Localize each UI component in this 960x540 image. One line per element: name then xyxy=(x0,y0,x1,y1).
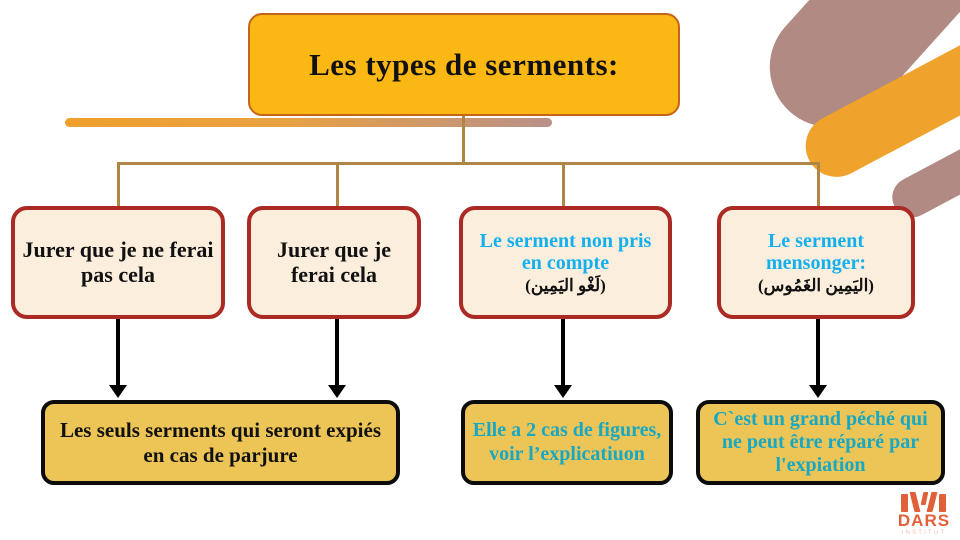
arrow-head xyxy=(809,385,827,398)
title-underline-bar xyxy=(65,118,552,127)
branch-label-french: Jurer que je ne ferai pas cela xyxy=(22,236,214,287)
arrow-head xyxy=(109,385,127,398)
logo-bar-right xyxy=(939,494,946,512)
logo-wordmark: DARS xyxy=(897,511,951,530)
branch-label-arabic: (لَغْو اليَمِين) xyxy=(525,276,606,296)
arrow-shaft xyxy=(561,319,565,387)
connector-stem xyxy=(462,116,465,164)
decorative-mauve-bar-large xyxy=(745,0,960,152)
outcome-box-deux-cas-de-figures[interactable]: Elle a 2 cas de figures, voir l’explicat… xyxy=(461,400,673,485)
branch-node-jurer-affirmatif[interactable]: Jurer que je ferai cela xyxy=(247,206,421,319)
arrow-head xyxy=(328,385,346,398)
connector-drop-2 xyxy=(336,162,339,210)
decorative-mauve-bar-small xyxy=(885,71,960,225)
connector-drop-4 xyxy=(817,162,820,210)
branch-node-jurer-negatif[interactable]: Jurer que je ne ferai pas cela xyxy=(11,206,225,319)
outcome-box-expies-en-cas-de-parjure[interactable]: Les seuls serments qui seront expiés en … xyxy=(41,400,400,485)
arrow-head xyxy=(554,385,572,398)
dars-logo: DARS INSTITUT xyxy=(893,492,955,538)
arrow-shaft xyxy=(816,319,820,387)
outcome-label: Elle a 2 cas de figures, voir l’explicat… xyxy=(472,419,662,465)
connector-horizontal-rail xyxy=(117,162,820,165)
outcome-box-grand-peche[interactable]: C`est un grand péché qui ne peut être ré… xyxy=(696,400,945,485)
arrow-shaft xyxy=(116,319,120,387)
branch-label-arabic: (اليَمِين الغَمُوس) xyxy=(758,276,874,296)
decorative-orange-bar xyxy=(794,0,960,188)
branch-label-french: Le serment non pris en compte xyxy=(479,229,652,274)
title-box: Les types de serments: xyxy=(248,13,680,116)
connector-drop-1 xyxy=(117,162,120,210)
connector-drop-3 xyxy=(562,162,565,210)
outcome-label: C`est un grand péché qui ne peut être ré… xyxy=(713,407,928,477)
branch-node-serment-mensonger[interactable]: Le serment mensonger: (اليَمِين الغَمُوس… xyxy=(717,206,915,319)
outcome-label: Les seuls serments qui seront expiés en … xyxy=(59,418,382,467)
logo-stroke-right xyxy=(926,492,938,512)
logo-stroke-center xyxy=(920,492,929,505)
logo-subtitle: INSTITUT xyxy=(901,530,947,536)
branch-label-french: Jurer que je ferai cela xyxy=(276,236,392,287)
logo-stroke-left xyxy=(909,492,921,512)
logo-bar-left xyxy=(901,494,908,512)
dars-logo-mark-icon xyxy=(893,492,955,512)
branch-node-serment-non-pris-en-compte[interactable]: Le serment non pris en compte (لَغْو الي… xyxy=(459,206,672,319)
arrow-shaft xyxy=(335,319,339,387)
page-title: Les types de serments: xyxy=(309,46,619,82)
branch-label-french: Le serment mensonger: xyxy=(766,229,866,274)
